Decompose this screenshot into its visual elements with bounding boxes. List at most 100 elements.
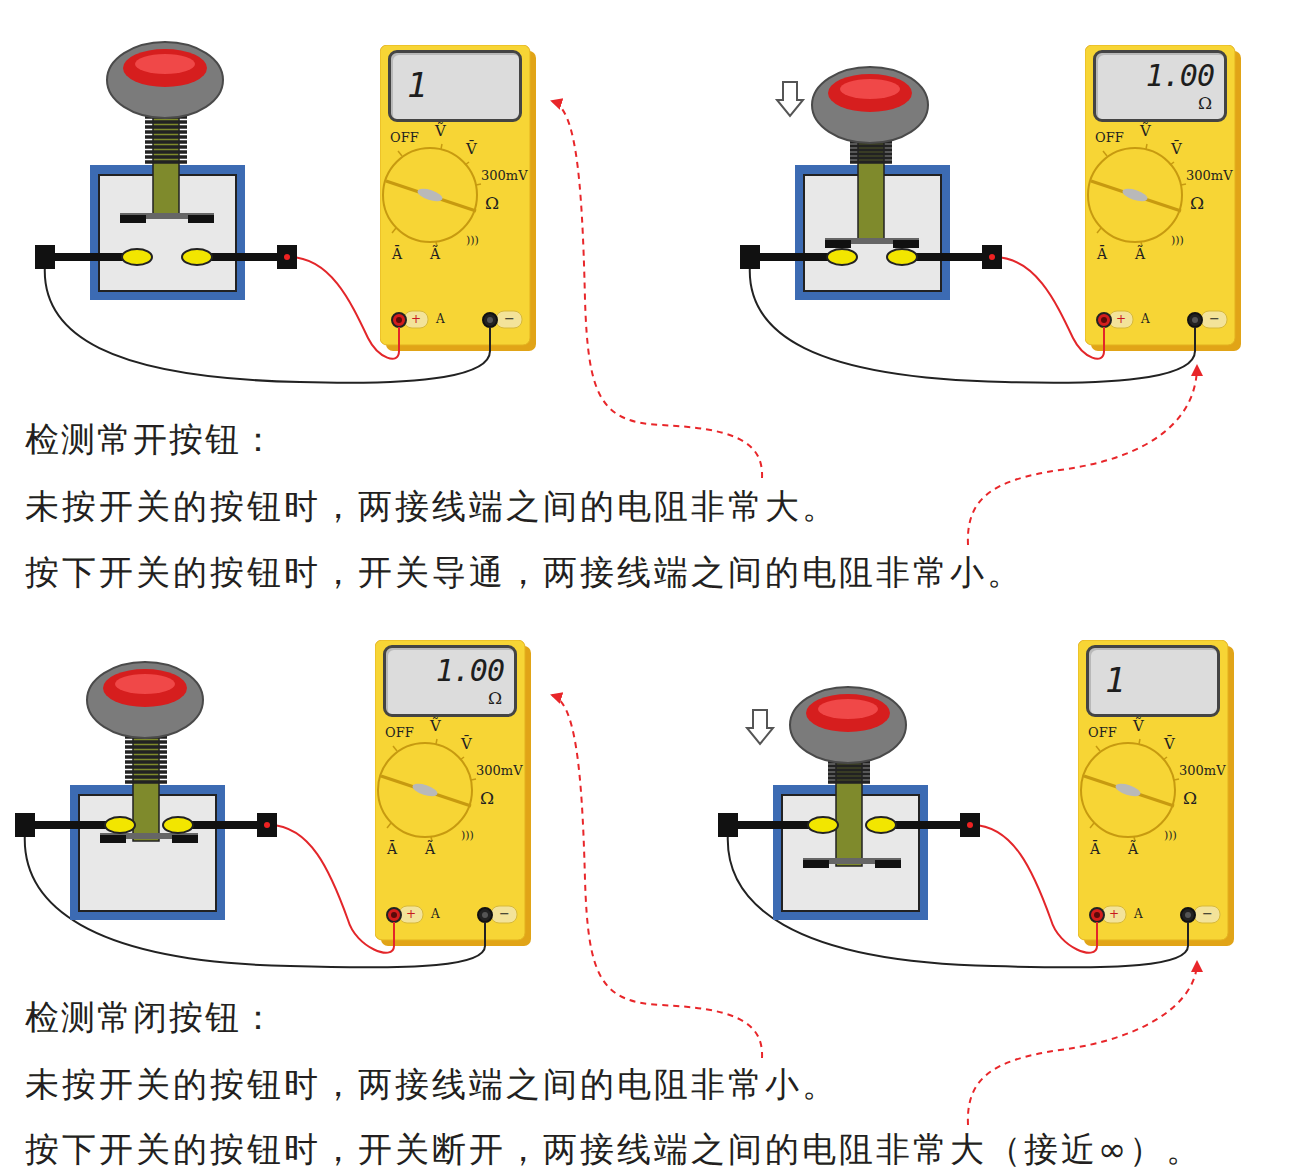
push-button-part (790, 687, 906, 763)
dial-label: OFF (385, 726, 414, 739)
multimeter-body-part (1090, 823, 1094, 828)
push-button-part (123, 49, 207, 87)
push-button-part (87, 662, 203, 738)
multimeter-body-part (1174, 779, 1179, 780)
push-button-part-part (875, 860, 901, 868)
push-button-part (107, 42, 223, 118)
multimeter-display: 1 (1086, 645, 1220, 717)
dial-label: 300mV (1186, 169, 1233, 182)
dial-label: Ā (1090, 842, 1100, 856)
dial-label: + (1116, 313, 1126, 325)
dial-label: + (1109, 908, 1119, 920)
multimeter-body-part (1097, 228, 1101, 233)
push-button-part-part (840, 79, 900, 99)
dial-label: Ṽ (430, 719, 441, 734)
multimeter-body-part (383, 148, 477, 242)
push-button-part-part (836, 760, 862, 866)
section-heading: 检测常闭按钮： (25, 1000, 277, 1034)
multimeter: OFFṼV̄300mVΩ)))ĀÃ+A−1.00Ω (1085, 45, 1241, 351)
push-button-part (718, 813, 738, 837)
multimeter-body-part (1201, 311, 1227, 328)
dial-label: Ṽ (1140, 124, 1151, 139)
dial-label: − (499, 907, 510, 920)
multimeter-body-part (392, 313, 406, 327)
display-reading: 1 (1105, 663, 1125, 697)
push-button-part (35, 245, 55, 269)
multimeter-body-part (489, 327, 491, 351)
dial-label: Ω (1183, 790, 1197, 807)
push-button-part (257, 813, 277, 837)
multimeter-body-part (1103, 151, 1107, 156)
display-reading: Ω (1198, 95, 1212, 112)
multimeter-body-part (1085, 45, 1235, 345)
push-button-part (153, 115, 179, 215)
dial-label: V̄ (1164, 737, 1175, 752)
push-button (740, 67, 1002, 300)
push-button-part-part (812, 67, 928, 143)
multimeter-body-part (478, 908, 492, 922)
multimeter-body-part (378, 743, 472, 837)
push-button (718, 687, 980, 920)
multimeter-body-part (1081, 743, 1175, 837)
multimeter-body-part (1091, 181, 1181, 211)
push-button-part (25, 821, 110, 829)
dial-label: A (431, 908, 440, 920)
push-button-part (967, 822, 973, 828)
multimeter-body-part (1163, 757, 1167, 760)
leader-arrows-part (552, 101, 762, 478)
push-button (35, 42, 297, 300)
push-button-part (100, 835, 126, 843)
multimeter-body-part (381, 776, 471, 806)
multimeter-body-part (487, 317, 493, 323)
multimeter-body-part (411, 781, 439, 799)
dial-label: V̄ (461, 737, 472, 752)
push-button-part (803, 760, 901, 868)
dial-label: Ω (1190, 195, 1204, 212)
dial-label: + (411, 313, 421, 325)
multimeter-body-part (1096, 922, 1098, 946)
leader-arrows (552, 101, 1197, 1125)
description-text: 未按开关的按钮时，两接线端之间的电阻非常小。 (25, 1067, 839, 1101)
push-button-part (105, 817, 135, 833)
dial-label: ))) (1164, 830, 1177, 841)
dial-label: Ṽ (435, 124, 446, 139)
multimeter-body-part (398, 151, 402, 156)
push-button-part (866, 817, 896, 833)
push-button-part (15, 813, 35, 837)
push-button-part-part (818, 699, 878, 719)
dial-label: Ã (425, 842, 435, 856)
push-button-part (188, 215, 214, 223)
multimeter-body-part (1096, 746, 1100, 751)
display-reading: 1 (407, 68, 427, 102)
push-button-part (135, 54, 195, 74)
dial-label: OFF (1095, 131, 1124, 144)
press-arrow (747, 710, 773, 744)
multimeter-body-part (396, 317, 402, 323)
push-button-part (728, 821, 813, 829)
dial-label: A (1134, 908, 1143, 920)
push-button-part (887, 249, 917, 265)
push-button-part (825, 140, 919, 248)
multimeter-body-part (392, 228, 396, 233)
multimeter-body-part (436, 739, 437, 744)
push-button-part (172, 835, 198, 843)
push-button-part (284, 254, 290, 260)
push-button-part (122, 249, 152, 265)
multimeter-body-part (399, 906, 423, 923)
multimeter-display: 1.00Ω (383, 645, 517, 717)
multimeter-body-part (1170, 162, 1174, 165)
multimeter-body-part (387, 908, 401, 922)
multimeter-body-part (491, 906, 517, 923)
dial-label: − (1209, 312, 1220, 325)
multimeter-body-part (1078, 640, 1228, 940)
multimeter-body-part (404, 311, 428, 328)
multimeter-body-part (1185, 912, 1191, 918)
dial-label: Ã (1128, 842, 1138, 856)
dial-label: Ā (392, 247, 402, 261)
multimeter-body-part (436, 242, 437, 246)
dial-label: − (1202, 907, 1213, 920)
push-button-part (740, 245, 760, 269)
press-arrow (777, 82, 803, 116)
description-text: 按下开关的按钮时，开关断开，两接线端之间的电阻非常大（接近∞）。 (25, 1132, 1203, 1166)
